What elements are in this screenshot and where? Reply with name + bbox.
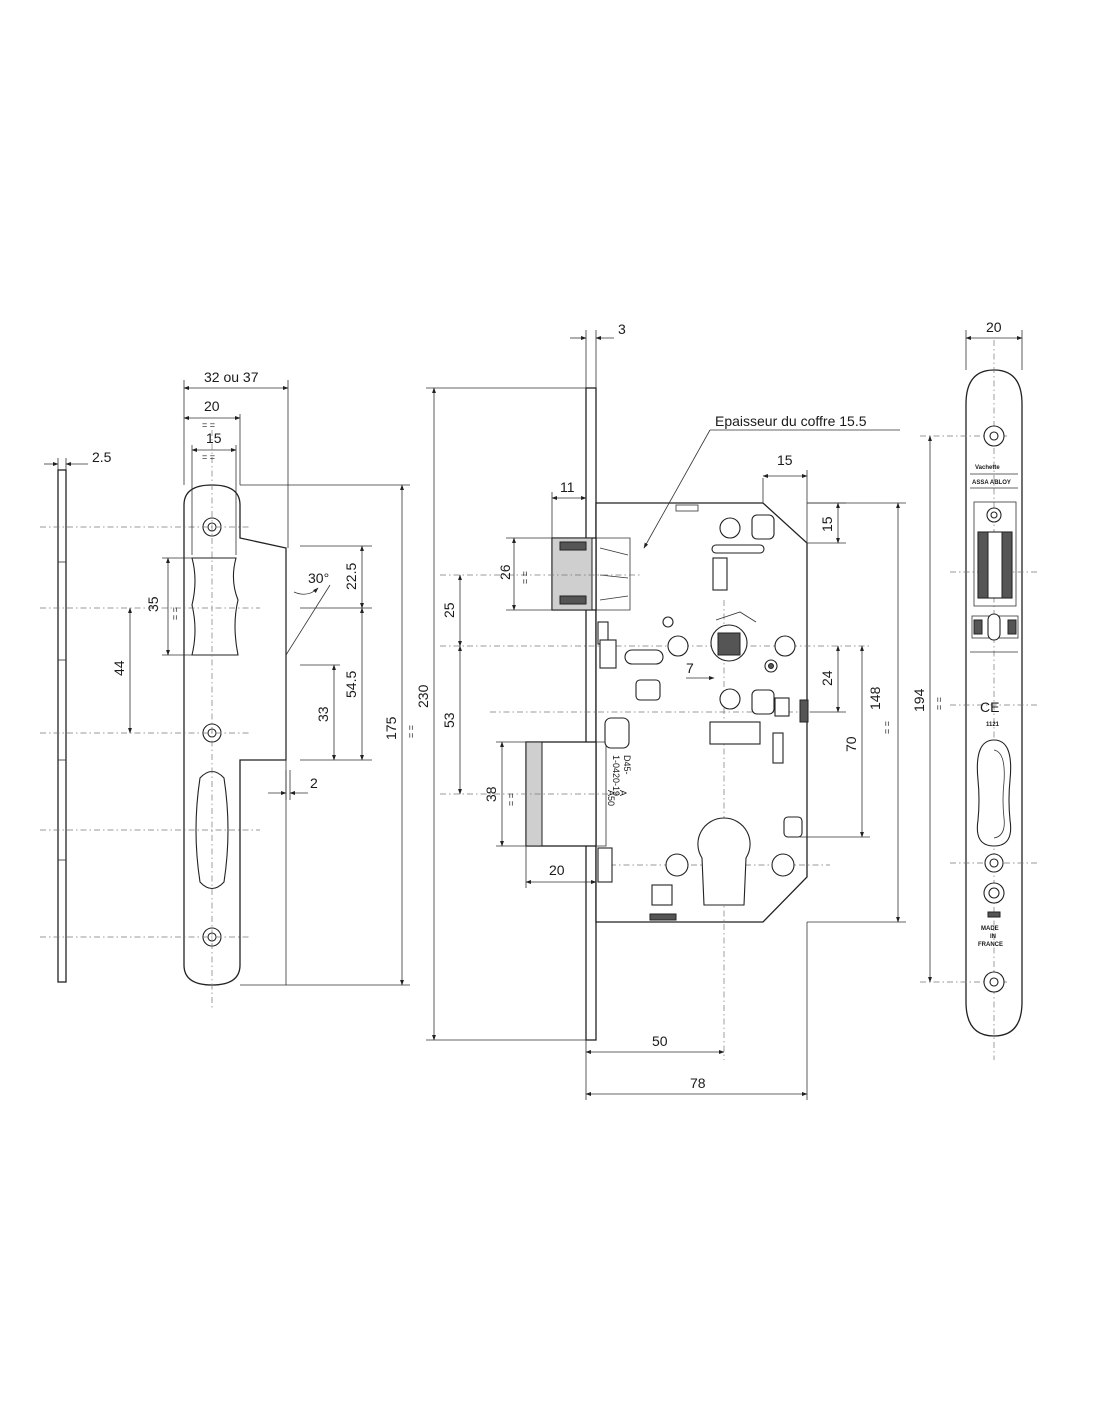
dim-25: 25 bbox=[441, 602, 457, 618]
dim-53: 53 bbox=[441, 712, 457, 728]
svg-text:= =: = = bbox=[934, 697, 944, 710]
dim-latch-projection: 11 bbox=[560, 479, 575, 495]
faceplate-ce-mark: CE bbox=[980, 699, 999, 715]
dim-strike-angle: 30° bbox=[308, 570, 329, 586]
dim-faceplate-height-194: 194 bbox=[911, 688, 927, 712]
dim-strike-2: 2 bbox=[310, 775, 318, 791]
faceplate-view: Vachette ASSA ABLOY CE 1121 MADE IN FRAN… bbox=[911, 319, 1040, 1060]
svg-text:= =: = = bbox=[882, 721, 892, 734]
faceplate-origin-line-1: MADE bbox=[981, 926, 999, 932]
faceplate-bolt-window bbox=[976, 739, 1012, 847]
dim-strike-44: 44 bbox=[111, 660, 127, 676]
dim-70: 70 bbox=[843, 736, 859, 752]
svg-text:= =: = = bbox=[506, 793, 516, 806]
lock-cylinder-hole bbox=[697, 817, 751, 906]
svg-text:1-0420-19: 1-0420-19 bbox=[611, 755, 621, 796]
dim-strike-54-5: 54.5 bbox=[343, 671, 359, 698]
dim-strike-hole-width: 15 bbox=[206, 430, 222, 446]
lock-faceplate-edge bbox=[585, 387, 597, 1041]
lock-body-view: D45- 1-0420-19 A A50 3 230 Epaisseur du … bbox=[415, 321, 906, 1100]
faceplate-ce-number: 1121 bbox=[986, 722, 1000, 728]
dim-24: 24 bbox=[819, 670, 835, 686]
svg-text:D45-: D45- bbox=[622, 755, 632, 775]
case-thickness-note: Epaisseur du coffre 15.5 bbox=[715, 413, 867, 429]
dim-strike-22-5: 22.5 bbox=[343, 563, 359, 590]
svg-text:= =: = = bbox=[202, 452, 215, 462]
dim-7: 7 bbox=[686, 660, 694, 676]
faceplate-origin-line-2: IN bbox=[990, 934, 996, 940]
lock-mechanism bbox=[597, 504, 809, 921]
dim-strike-plate-width: 20 bbox=[204, 398, 220, 414]
dim-faceplate-thickness: 3 bbox=[618, 321, 626, 337]
dim-strike-height-175: 175 bbox=[383, 716, 399, 740]
dim-corner-15-vertical: 15 bbox=[819, 516, 835, 532]
svg-text:= =: = = bbox=[202, 420, 215, 430]
dim-latch-height: 26 bbox=[497, 564, 513, 580]
dim-case-depth-78: 78 bbox=[690, 1075, 706, 1091]
dim-corner-15-horizontal: 15 bbox=[777, 452, 793, 468]
faceplate-group: ASSA ABLOY bbox=[972, 480, 1011, 486]
svg-text:A50: A50 bbox=[606, 790, 616, 806]
faceplate-origin-line-3: FRANCE bbox=[978, 942, 1003, 948]
dim-148: 148 bbox=[867, 686, 883, 710]
dim-strike-33: 33 bbox=[315, 706, 331, 722]
lock-marking: D45- 1-0420-19 A A50 bbox=[606, 755, 632, 806]
strike-latch-opening bbox=[191, 557, 239, 656]
faceplate-brand: Vachette bbox=[975, 465, 1000, 471]
dim-strike-thickness: 2.5 bbox=[92, 449, 112, 465]
svg-text:A: A bbox=[618, 790, 628, 796]
dim-bolt-height: 38 bbox=[483, 786, 499, 802]
dim-faceplate-width: 20 bbox=[986, 319, 1002, 335]
strike-plate-side-profile bbox=[57, 469, 67, 983]
dim-strike-opening-height: 35 bbox=[145, 596, 161, 612]
svg-text:= =: = = bbox=[170, 607, 180, 620]
dim-strike-total-width: 32 ou 37 bbox=[204, 369, 259, 385]
svg-text:= =: = = bbox=[406, 725, 416, 738]
dim-bolt-projection: 20 bbox=[549, 862, 565, 878]
strike-plate-view: 2.5 32 ou 37 20 = = bbox=[40, 369, 416, 1010]
svg-text:= =: = = bbox=[520, 571, 530, 584]
dim-backset-50: 50 bbox=[652, 1033, 668, 1049]
dim-lock-height-230: 230 bbox=[415, 684, 431, 708]
